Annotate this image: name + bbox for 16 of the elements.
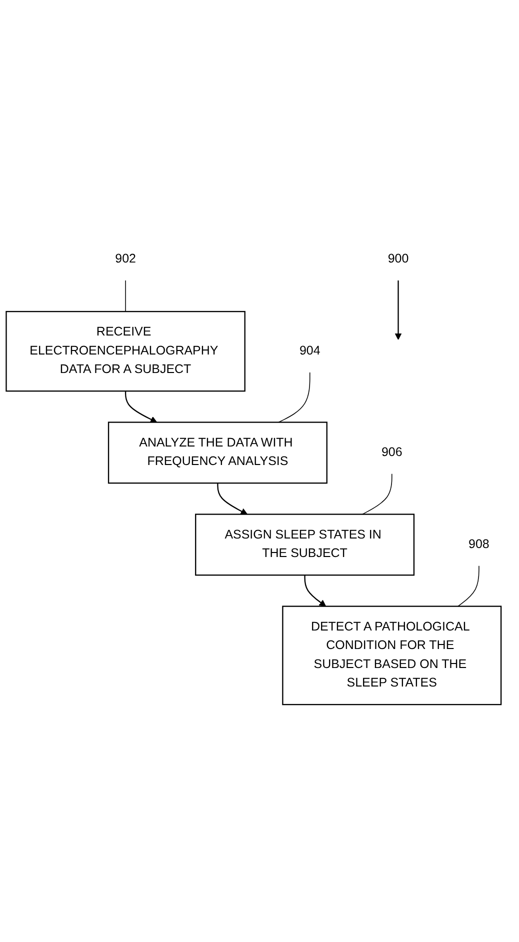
node-box: RECEIVE ELECTROENCEPHALOGRAPHY DATA FOR A SUBJECT <box>6 310 246 392</box>
node-text: 904 <box>299 344 320 358</box>
node-text: 908 <box>468 537 490 551</box>
node-box: DETECT A PATHOLOGICAL CONDITION FOR THE SUBJECT BASED ON THE SLEEP STATES <box>282 605 502 705</box>
connector <box>278 372 310 422</box>
node-text: 906 <box>381 445 402 459</box>
node-box: ASSIGN SLEEP STATES IN THE SUBJECT <box>195 513 415 576</box>
arrow <box>394 280 402 340</box>
connector <box>125 280 126 312</box>
arrow <box>124 390 158 422</box>
node-box: ANALYZE THE DATA WITH FREQUENCY ANALYSIS <box>108 421 328 484</box>
node-text: 900 <box>388 252 409 266</box>
arrow <box>217 482 248 514</box>
connector <box>458 564 480 606</box>
node-text: 902 <box>115 252 136 266</box>
arrow <box>304 574 326 606</box>
